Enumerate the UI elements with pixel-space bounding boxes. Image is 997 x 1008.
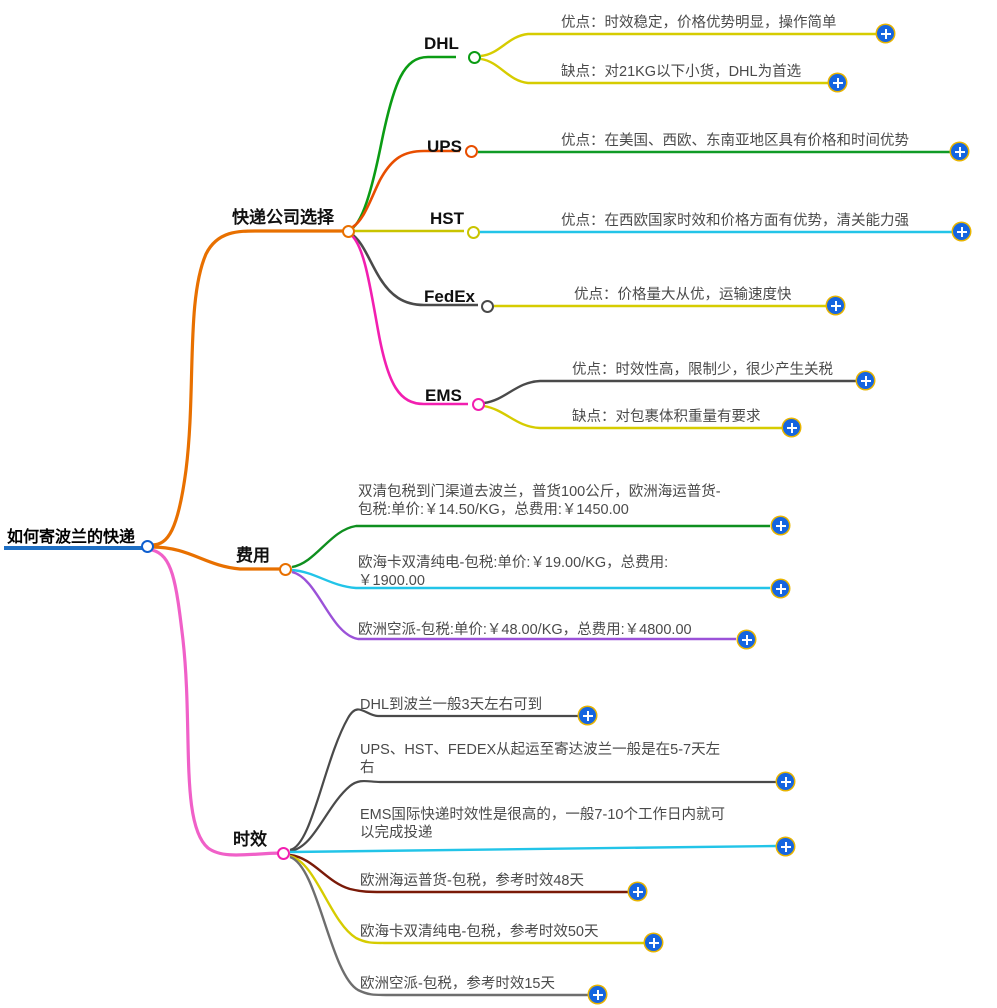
edge-dhl-leaf-1 <box>480 32 876 58</box>
edge-transit-leaf-3 <box>289 844 777 854</box>
node-handle-fedex[interactable] <box>481 300 494 313</box>
expand-button-cost-air[interactable] <box>738 631 755 648</box>
expand-button-dhl-advantage[interactable] <box>877 25 894 42</box>
leaf-hst-advantage[interactable]: 优点：在西欧国家时效和价格方面有优势，清关能力强 <box>561 213 909 229</box>
leaf-transit-sea-general[interactable]: 欧洲海运普货-包税，参考时效48天 <box>360 873 584 889</box>
leaf-cost-sea-general[interactable]: 双清包税到门渠道去波兰，普货100公斤，欧洲海运普货- 包税:单价:￥14.50… <box>358 484 721 519</box>
expand-button-transit-ems[interactable] <box>777 838 794 855</box>
node-handle-ups[interactable] <box>465 145 478 158</box>
leaf-dhl-disadvantage[interactable]: 缺点：对21KG以下小货，DHL为首选 <box>561 64 802 80</box>
expand-button-ems-advantage[interactable] <box>857 372 874 389</box>
node-label-fedex[interactable]: FedEx <box>424 287 476 306</box>
edge-root-to-transit <box>151 548 285 857</box>
root-handle[interactable] <box>141 540 154 553</box>
root-underline <box>4 546 146 550</box>
branch-handle-cost[interactable] <box>279 563 292 576</box>
expand-button-transit-ups-hst-fedex[interactable] <box>777 773 794 790</box>
edge-ems-leaf-1 <box>483 379 856 405</box>
branch-handle-transit[interactable] <box>277 847 290 860</box>
leaf-transit-air[interactable]: 欧洲空派-包税，参考时效15天 <box>360 976 555 992</box>
node-label-hst[interactable]: HST <box>430 209 464 228</box>
leaf-ems-advantage[interactable]: 优点：时效性高，限制少，很少产生关税 <box>572 362 833 378</box>
leaf-cost-air[interactable]: 欧洲空派-包税:单价:￥48.00/KG，总费用:￥4800.00 <box>358 622 692 638</box>
leaf-transit-ouhaika[interactable]: 欧海卡双清纯电-包税，参考时效50天 <box>360 924 599 940</box>
leaf-dhl-advantage[interactable]: 优点：时效稳定，价格优势明显，操作简单 <box>561 15 837 31</box>
edge-root-to-carrier <box>151 229 261 547</box>
leaf-transit-dhl[interactable]: DHL到波兰一般3天左右可到 <box>360 697 543 713</box>
expand-button-ups-advantage[interactable] <box>951 143 968 160</box>
expand-button-transit-dhl[interactable] <box>579 707 596 724</box>
leaf-transit-ems[interactable]: EMS国际快递时效性是很高的，一般7-10个工作日内就可 以完成投递 <box>360 807 725 842</box>
node-handle-dhl[interactable] <box>468 51 481 64</box>
node-label-ems[interactable]: EMS <box>425 386 462 405</box>
branch-label-transit[interactable]: 时效 <box>233 830 267 849</box>
expand-button-dhl-disadvantage[interactable] <box>829 74 846 91</box>
leaf-ems-disadvantage[interactable]: 缺点：对包裹体积重量有要求 <box>572 409 761 425</box>
branch-label-cost[interactable]: 费用 <box>236 546 270 565</box>
node-handle-ems[interactable] <box>472 398 485 411</box>
expand-button-transit-ouhaika[interactable] <box>645 934 662 951</box>
root-node-label[interactable]: 如何寄波兰的快递 <box>7 529 136 546</box>
expand-button-cost-sea-general[interactable] <box>772 517 789 534</box>
expand-button-fedex-advantage[interactable] <box>827 297 844 314</box>
expand-button-ems-disadvantage[interactable] <box>783 419 800 436</box>
expand-button-transit-air[interactable] <box>589 986 606 1003</box>
node-label-ups[interactable]: UPS <box>427 137 462 156</box>
node-handle-hst[interactable] <box>467 226 480 239</box>
edge-carrier-to-ems <box>349 232 468 406</box>
branch-handle-carrier[interactable] <box>342 225 355 238</box>
branch-label-carrier[interactable]: 快递公司选择 <box>232 208 334 227</box>
leaf-transit-ups-hst-fedex[interactable]: UPS、HST、FEDEX从起运至寄达波兰一般是在5-7天左 右 <box>360 742 721 777</box>
expand-button-cost-ouhaika[interactable] <box>772 580 789 597</box>
node-label-dhl[interactable]: DHL <box>424 34 459 53</box>
expand-button-transit-sea-general[interactable] <box>629 883 646 900</box>
leaf-fedex-advantage[interactable]: 优点：价格量大从优，运输速度快 <box>574 287 792 303</box>
expand-button-hst-advantage[interactable] <box>953 223 970 240</box>
leaf-ups-advantage[interactable]: 优点：在美国、西欧、东南亚地区具有价格和时间优势 <box>561 133 909 149</box>
leaf-cost-ouhaika[interactable]: 欧海卡双清纯电-包税:单价:￥19.00/KG，总费用: ￥1900.00 <box>358 555 669 590</box>
